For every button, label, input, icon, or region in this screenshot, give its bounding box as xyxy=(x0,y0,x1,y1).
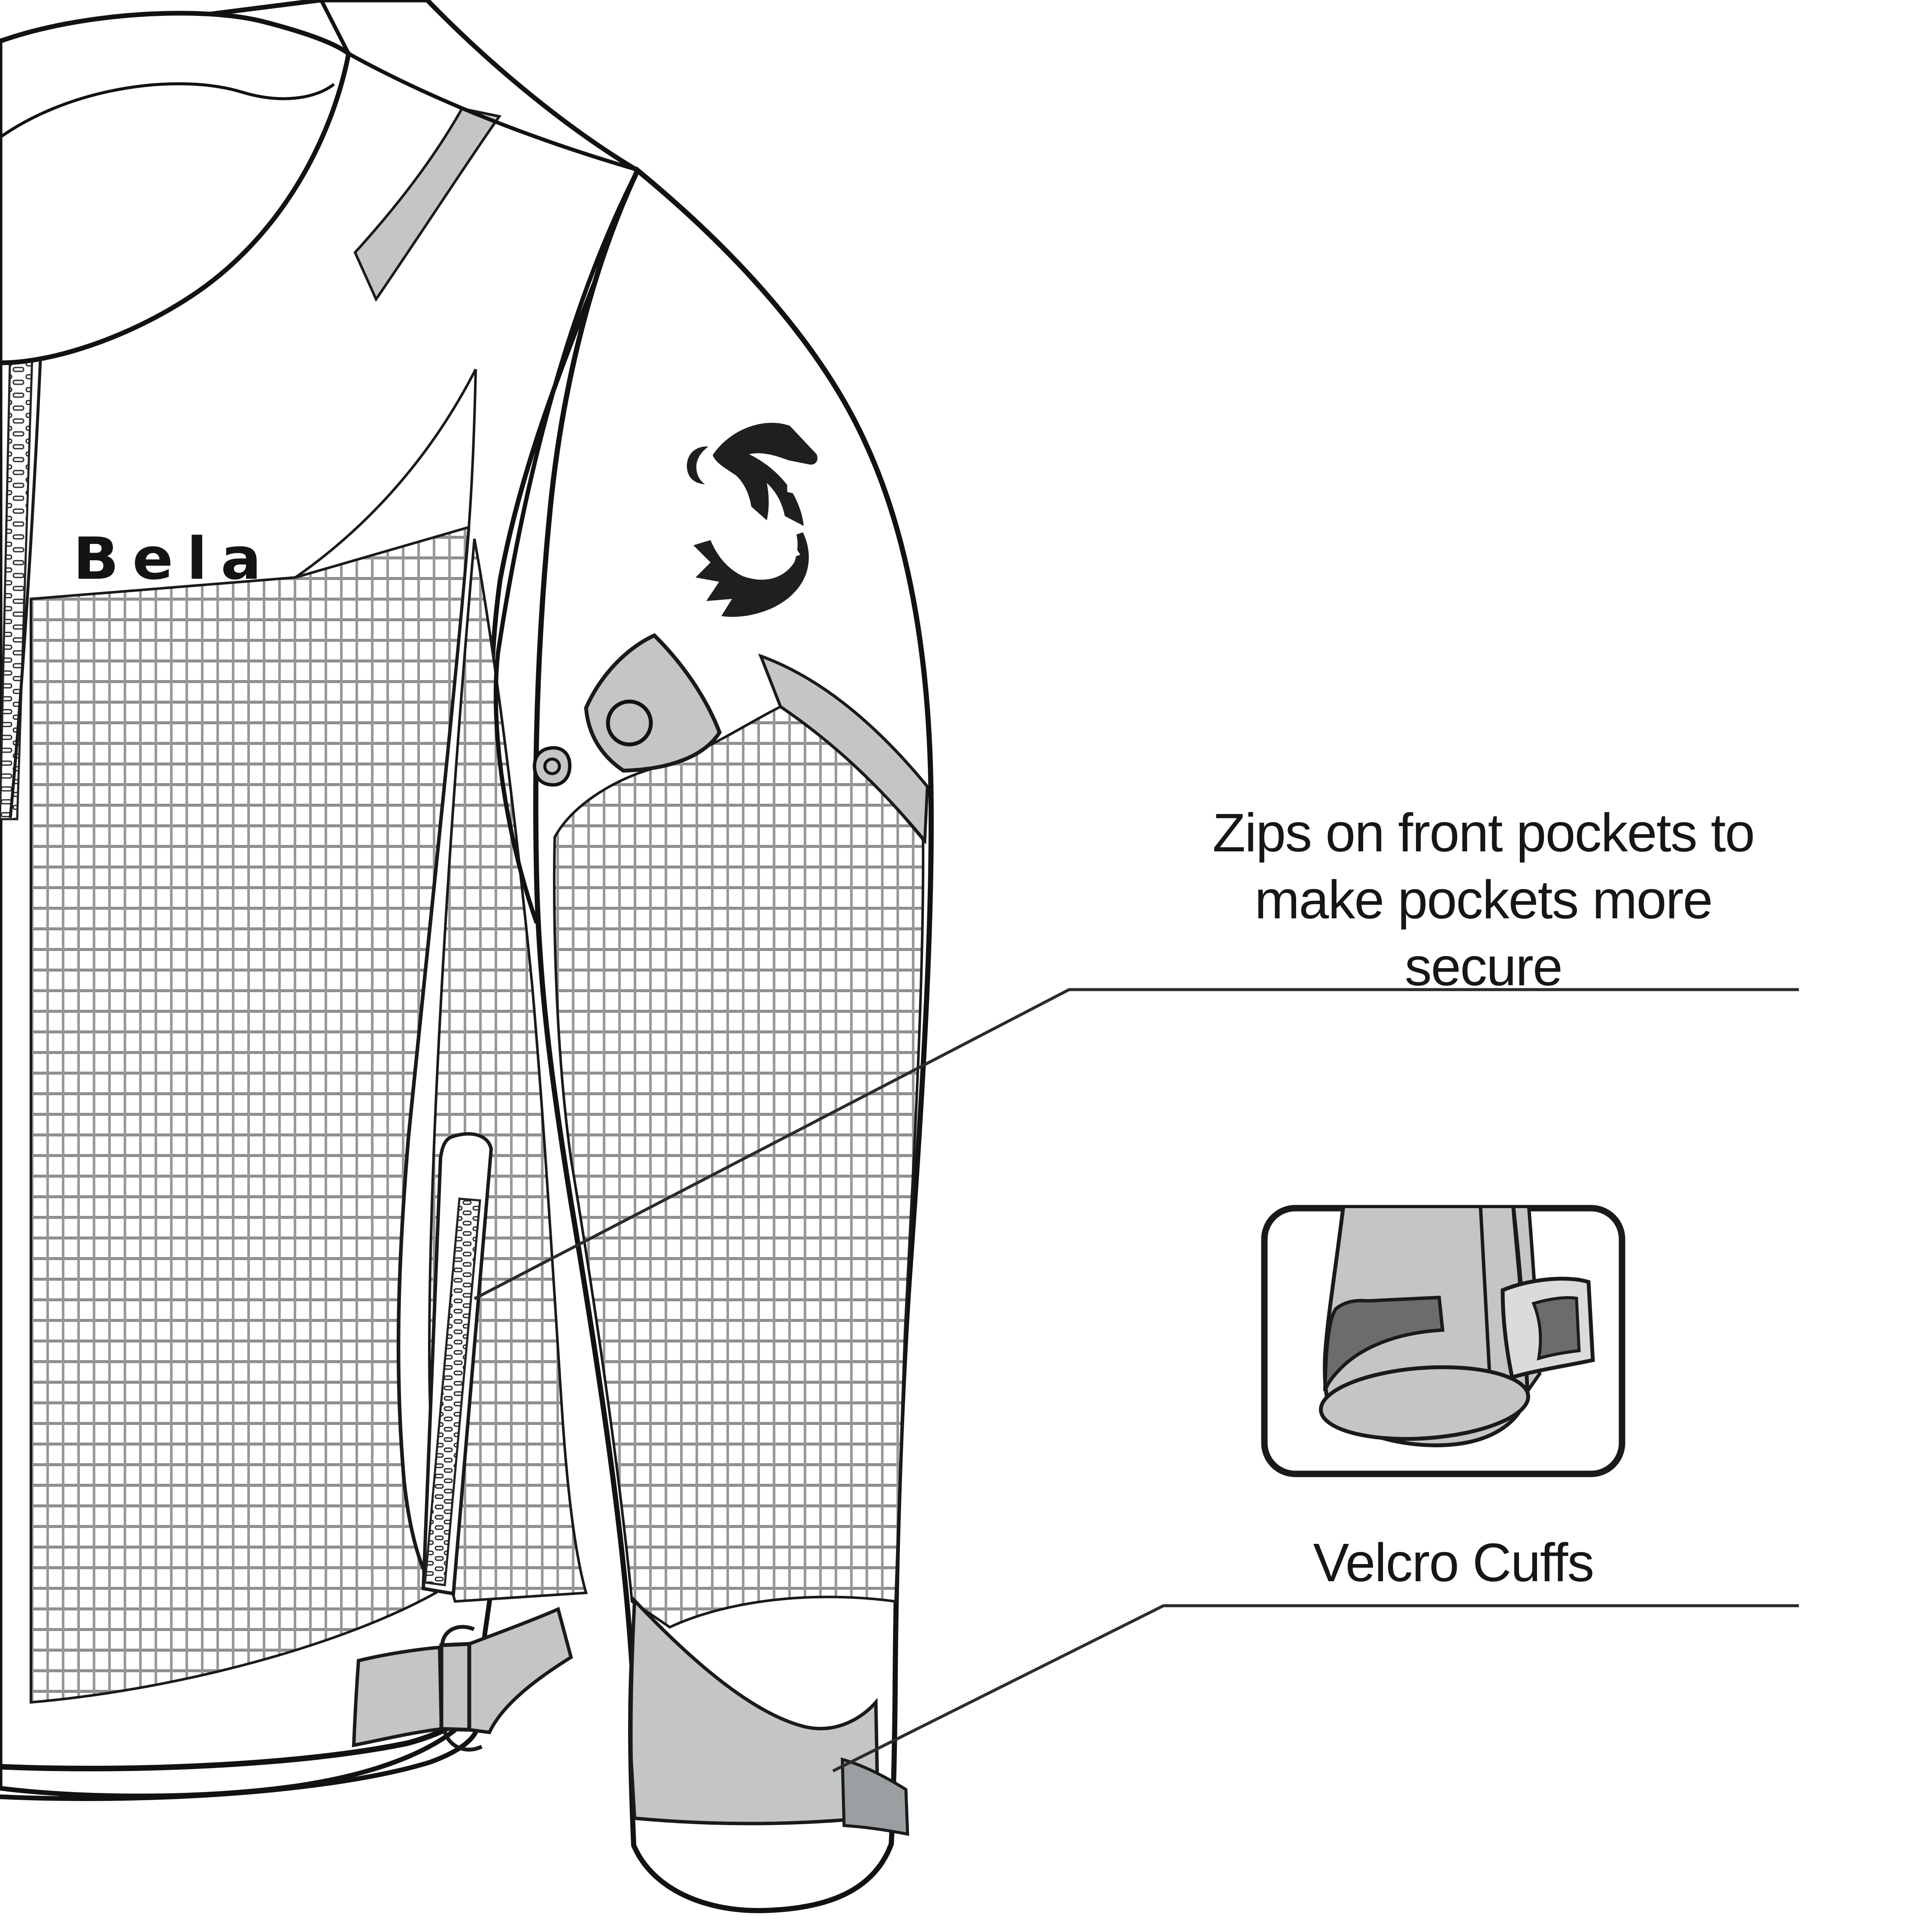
sleeve-cuff xyxy=(629,1596,909,1836)
sleeve-mesh-panel xyxy=(553,705,925,1629)
collar-inner-line xyxy=(0,82,335,139)
underarm-gusset xyxy=(532,633,722,787)
inset-sleeve-seam xyxy=(1479,1208,1492,1394)
velcro-cuffs-annotation: Velcro Cuffs xyxy=(1313,1532,1594,1593)
hem-strap-main xyxy=(352,1645,444,1747)
inset-cuff-illustration xyxy=(1319,1208,1595,1447)
hem-strap xyxy=(352,1607,573,1752)
sleeve-reflective-band xyxy=(758,653,929,845)
bear-logo-icon xyxy=(687,422,818,617)
front-pocket-zip-teeth xyxy=(424,1197,481,1586)
pocket-zips-annotation: Zips on front pockets to make pockets mo… xyxy=(1212,802,1755,997)
hem-strap-buckle xyxy=(439,1642,471,1732)
velcro-cuff-inset xyxy=(1261,1205,1625,1477)
front-dart-seam xyxy=(295,368,477,579)
collar-back-neck-seam xyxy=(319,0,351,55)
collar xyxy=(0,0,638,365)
shoulder-seam xyxy=(347,52,638,172)
front-pocket xyxy=(421,1132,493,1596)
snap-button-small-base xyxy=(532,746,572,787)
jacket-torso: Bela xyxy=(0,0,641,1801)
collar-body xyxy=(0,11,352,365)
inset-velcro-band xyxy=(1323,1295,1445,1392)
leader-line-velcro xyxy=(832,1604,1799,1773)
cuff-velcro-tab xyxy=(841,1757,909,1836)
princess-seam xyxy=(397,527,471,1594)
chest-mesh-panel xyxy=(30,525,471,1704)
hem-strap-dring-top xyxy=(440,1625,475,1646)
front-zipper xyxy=(0,341,43,820)
hem-strap-dring-bottom xyxy=(442,1729,483,1752)
armhole-seam xyxy=(493,169,640,924)
brand-wordmark: Bela xyxy=(73,525,275,592)
shoulder-reflective-stripe xyxy=(353,107,502,302)
front-placket-line xyxy=(9,341,43,818)
snap-button-large xyxy=(606,699,653,747)
snap-button-small xyxy=(543,757,561,775)
inset-cuff-opening xyxy=(1319,1365,1530,1441)
inset-flap-velcro-patch xyxy=(1531,1296,1581,1361)
leader-line-zips xyxy=(474,988,1799,1300)
hem-line-inner xyxy=(0,1725,480,1801)
hem-strap-right xyxy=(468,1607,573,1735)
jacket-sleeve xyxy=(532,166,934,1914)
